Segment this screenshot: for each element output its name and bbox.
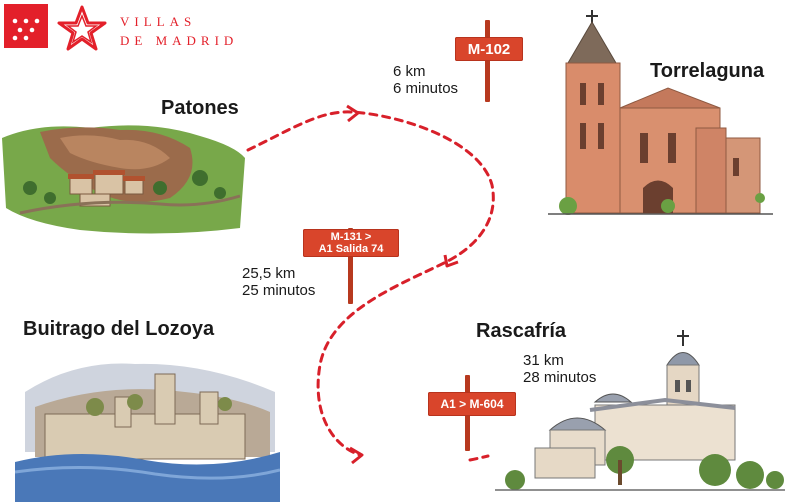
road-sign-m131: M-131 > A1 Salida 74 [303,229,399,257]
star-logo-icon [57,5,107,51]
road-sign-a1-m604: A1 > M-604 [428,392,516,416]
buitrago-illustration [15,363,280,502]
signpost [485,20,490,102]
town-label-torrelaguna: Torrelaguna [650,60,765,82]
seven-stars-icon [12,18,40,41]
town-label-patones: Patones [161,97,239,119]
madrid-flag-logo [4,4,48,48]
arrow-icon [346,104,360,123]
rascafria-illustration [495,330,785,491]
patones-illustration [2,125,245,234]
arrow-icon [443,254,459,268]
time-label: 6 minutos [393,80,459,97]
road-sign-label: A1 > M-604 [440,397,504,411]
town-label-rascafria: Rascafría [476,320,567,342]
road-sign-label: M-102 [467,40,511,58]
town-label-buitrago: Buitrago del Lozoya [23,318,215,340]
distance-label: 25,5 km [242,265,296,282]
arrow-icon [349,446,364,465]
distance-label: 31 km [523,352,564,369]
logo-line-2: DE MADRID [120,33,239,48]
distance-label: 6 km [393,63,426,80]
signpost [348,228,353,304]
road-sign-m102: M-102 [455,37,523,61]
time-label: 25 minutos [242,282,316,299]
road-sign-label: M-131 > [330,231,372,243]
torrelaguna-illustration [548,10,773,215]
logo-line-1: VILLAS [120,14,197,29]
time-label: 28 minutos [523,369,597,386]
road-sign-label-2: A1 Salida 74 [318,243,384,255]
